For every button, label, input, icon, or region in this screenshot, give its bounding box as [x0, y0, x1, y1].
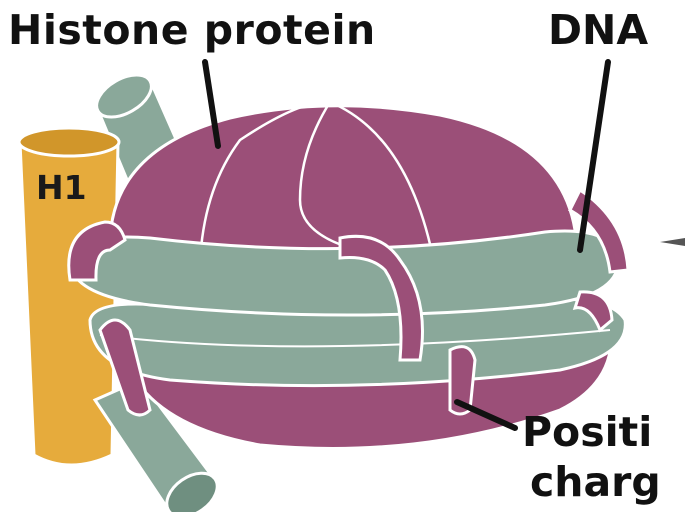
- positive-charge-label-line2: charg: [530, 462, 661, 503]
- positive-charge-label-line1: Positi: [522, 412, 652, 453]
- right-arrow-stub: [660, 238, 685, 246]
- h1-label: H1: [36, 171, 87, 204]
- dna-label: DNA: [548, 10, 648, 51]
- histone-protein-label: Histone protein: [8, 10, 376, 51]
